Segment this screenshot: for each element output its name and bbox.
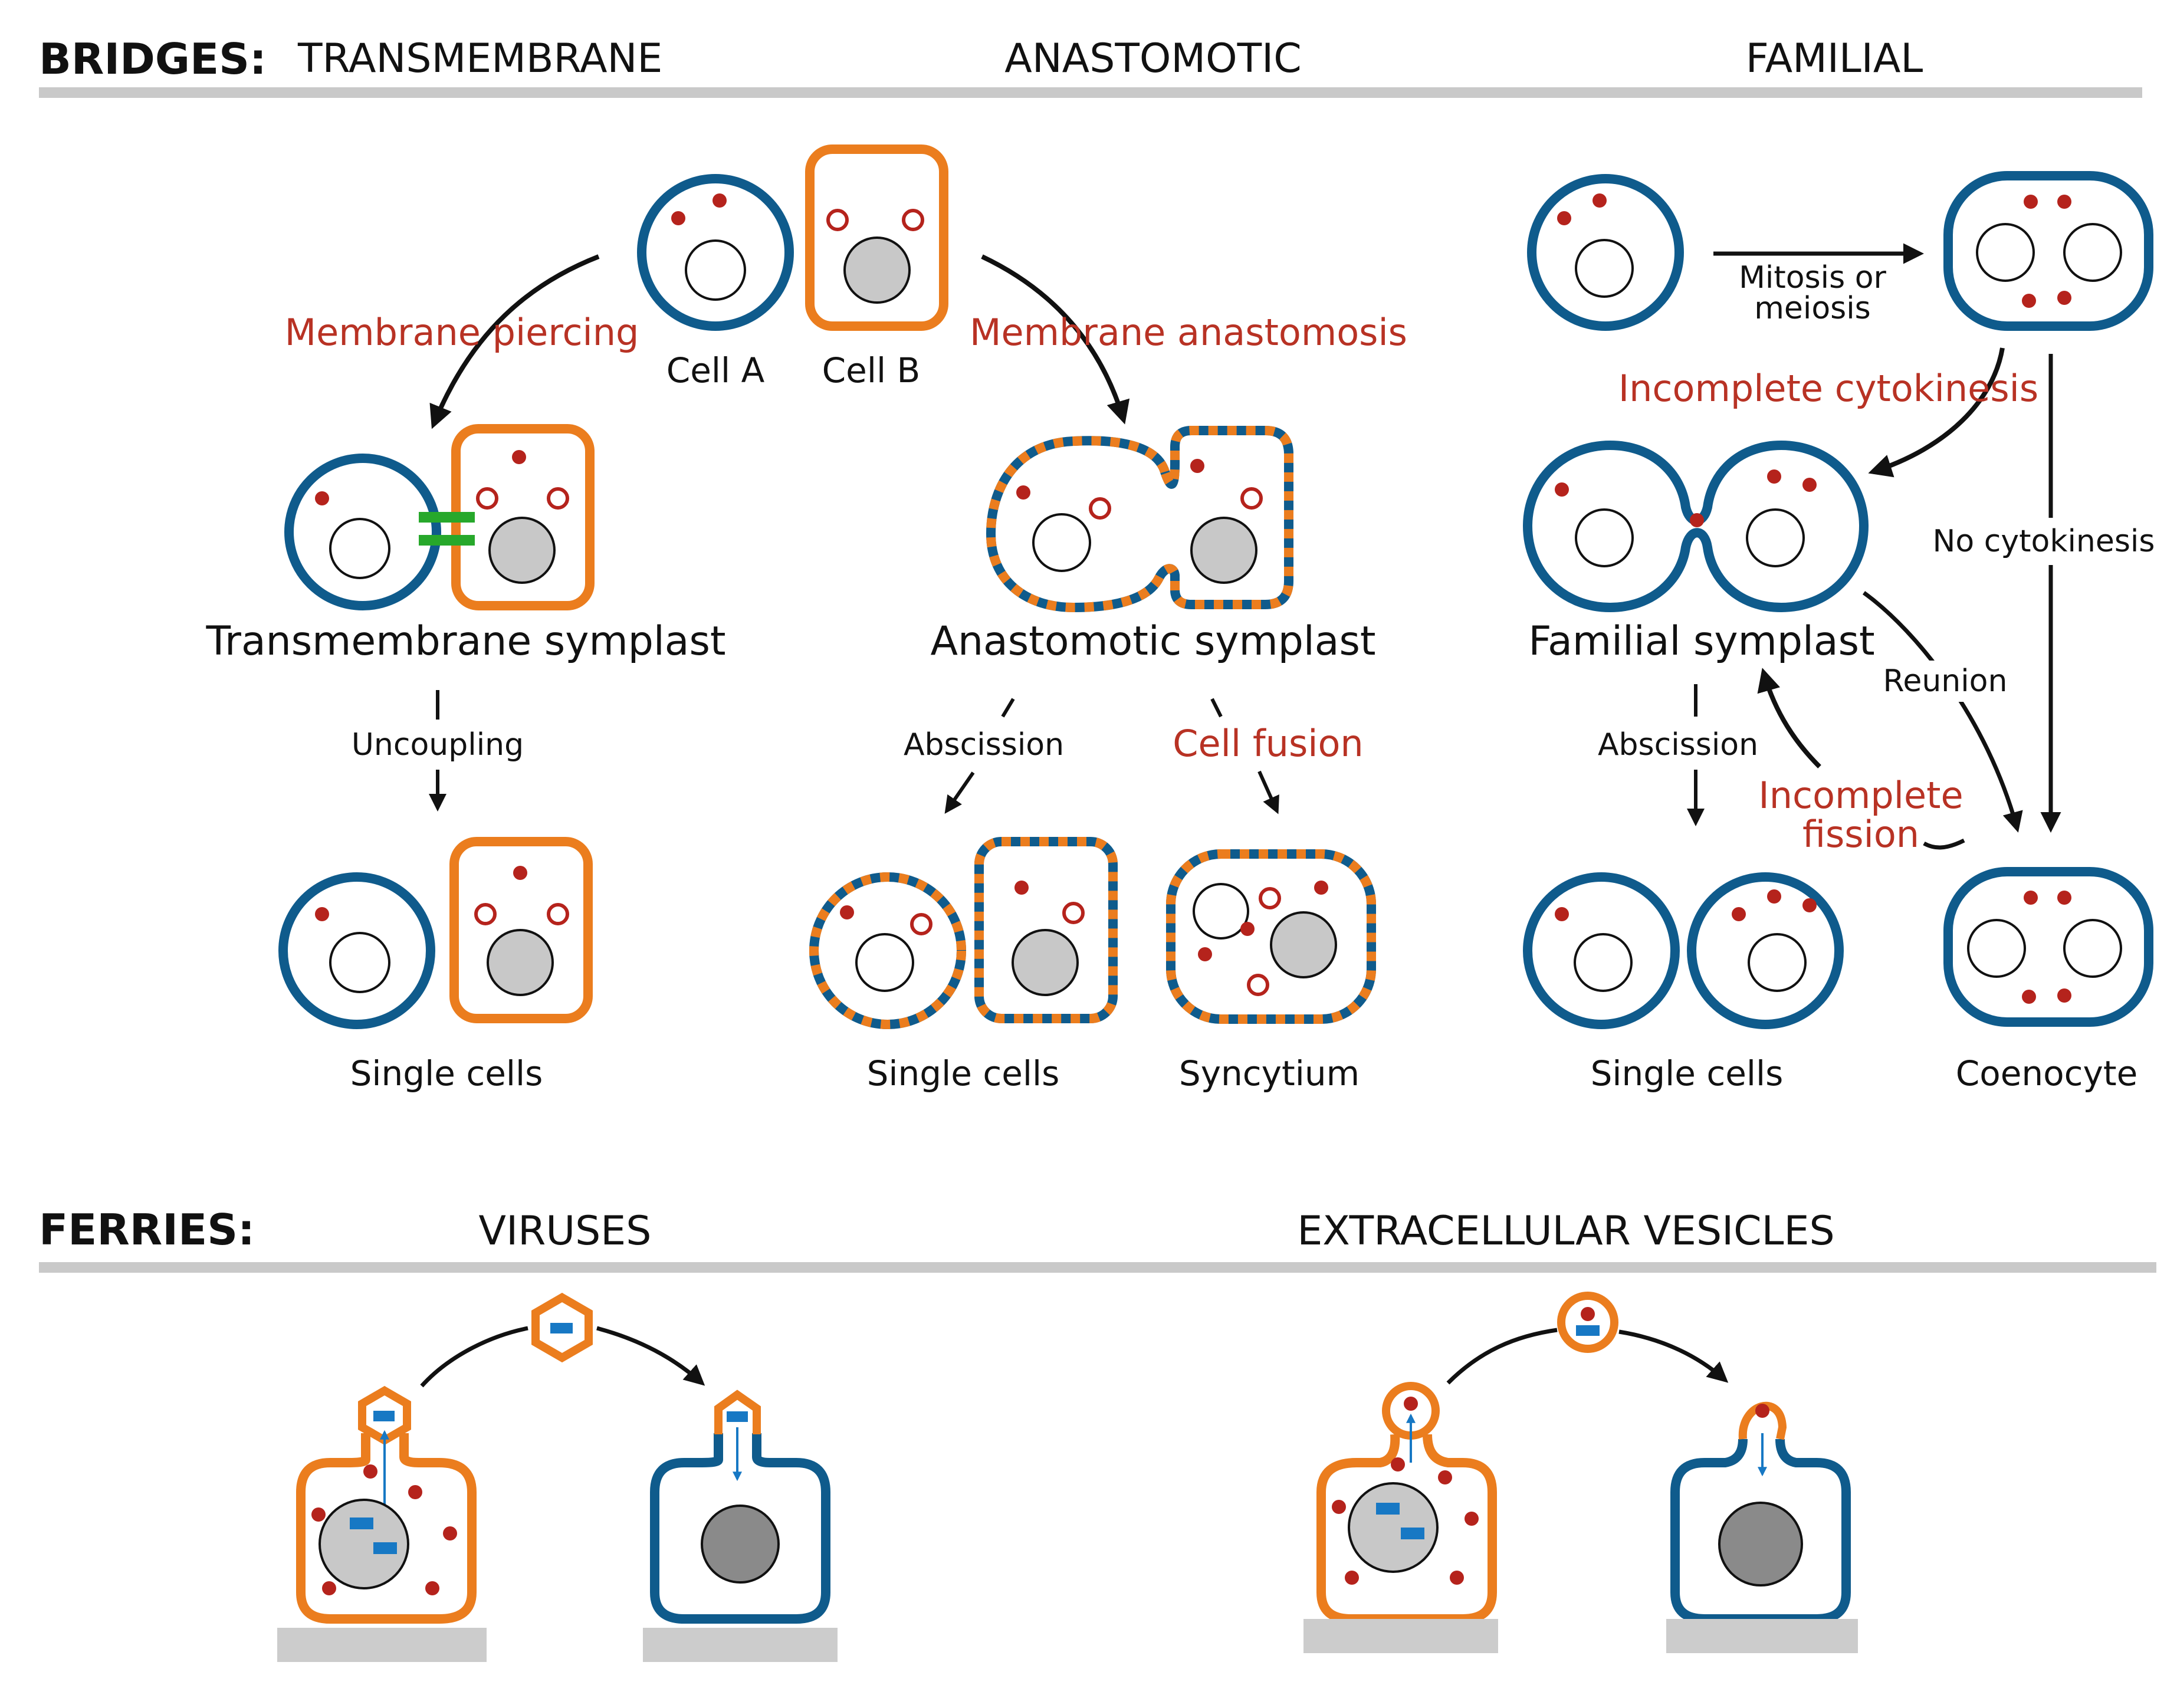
familial-binucleate-cell: [1943, 171, 2153, 331]
junction-bar-top: [419, 512, 475, 523]
arrow-membrane-anastomosis: [981, 254, 1130, 425]
incomplete-fission-label-line1: Incomplete: [1758, 774, 1963, 817]
arrow-incomplete-fission: [1757, 668, 1821, 768]
mitosis-label-line2: meiosis: [1754, 291, 1871, 326]
extracellular-vesicles-header: EXTRACELLULAR VESICLES: [1297, 1208, 1834, 1254]
ev-recipient-cell: [1666, 1401, 1858, 1653]
vesicle-cargo-bar: [1576, 1325, 1600, 1336]
ev-arrow-out: [1446, 1328, 1558, 1385]
transmembrane-symplast-cells: [284, 424, 595, 610]
single-cells-familial-label: Single cells: [1591, 1053, 1784, 1093]
familial-header: FAMILIAL: [1746, 35, 1923, 82]
familial-symplast-label: Familial symplast: [1528, 618, 1874, 665]
anastomotic-symplast-label: Anastomotic symplast: [930, 618, 1375, 665]
reunion-label-bg: [1876, 661, 2011, 702]
virus-donor-cell: [277, 1385, 487, 1662]
bridges-header: BRIDGES:: [39, 34, 267, 84]
transmembrane-header: TRANSMEMBRANE: [297, 35, 662, 82]
bridges-divider: [39, 87, 2142, 98]
extracellular-vesicle: [1557, 1292, 1618, 1353]
virus-arrow-out: [420, 1326, 528, 1388]
virus-recipient-cell: [643, 1390, 838, 1662]
arrow-incomplete-cytokinesis: [1868, 347, 2005, 478]
familial-parent-cell: [1527, 174, 1684, 331]
single-cells-anastomotic-label: Single cells: [867, 1053, 1060, 1093]
cell-fusion-arrow-head: [1257, 770, 1279, 814]
no-cytokinesis-label-bg: [1929, 518, 2159, 565]
ferries-header: FERRIES:: [39, 1205, 255, 1254]
ev-donor-cell: [1303, 1382, 1498, 1653]
arrow-membrane-piercing: [429, 254, 600, 429]
coenocyte-label: Coenocyte: [1956, 1053, 2138, 1093]
syncytium-label: Syncytium: [1179, 1053, 1360, 1093]
abscission-anastomotic-label: Abscission: [904, 727, 1064, 763]
anastomotic-single-cells: [809, 837, 1118, 1029]
incomplete-fission-label-line2: fission: [1802, 813, 1919, 856]
anastomotic-header: ANASTOMOTIC: [1004, 35, 1301, 82]
virus-arrow-in: [596, 1326, 705, 1386]
no-cytokinesis-label: No cytokinesis: [1933, 524, 2155, 559]
reunion-label: Reunion: [1883, 664, 2008, 699]
membrane-anastomosis-label: Membrane anastomosis: [970, 311, 1407, 354]
incomplete-fission-arrow-tail: [1923, 838, 1965, 850]
vesicle-cargo-dot: [1581, 1307, 1595, 1321]
abscission-a-arrow-head: [944, 771, 975, 814]
junction-bar-bottom: [419, 535, 475, 546]
coenocyte-cell: [1943, 867, 2153, 1027]
familial-symplast-cell: [1522, 440, 1869, 613]
incomplete-cytokinesis-label: Incomplete cytokinesis: [1618, 367, 2038, 410]
ev-arrow-in: [1618, 1329, 1729, 1383]
familial-single-cells: [1523, 872, 1844, 1029]
uncoupling-label: Uncoupling: [352, 727, 524, 763]
membrane-piercing-label: Membrane piercing: [285, 311, 639, 354]
cell-b-label: Cell B: [822, 350, 921, 390]
transmembrane-single-cells: [278, 837, 593, 1029]
cell-a-label: Cell A: [666, 350, 765, 390]
anastomotic-symplast-cells: [986, 426, 1293, 613]
viruses-header: VIRUSES: [479, 1208, 652, 1254]
cell-a: [637, 174, 794, 331]
ferries-divider: [39, 1262, 2156, 1273]
abscission-a-arrow-stem: [1001, 698, 1015, 718]
abscission-familial-label: Abscission: [1598, 727, 1758, 763]
syncytium-cell: [1166, 849, 1376, 1024]
virus-recipient-substrate: [643, 1628, 838, 1662]
ev-donor-substrate: [1303, 1619, 1498, 1653]
virus-donor-substrate: [277, 1628, 487, 1662]
ev-recipient-substrate: [1666, 1619, 1858, 1653]
cell-fusion-label: Cell fusion: [1173, 722, 1363, 765]
transmembrane-symplast-label: Transmembrane symplast: [205, 618, 725, 665]
cell-b: [805, 144, 948, 331]
mitosis-label-line1: Mitosis or: [1739, 260, 1886, 295]
cell-fusion-arrow-stem: [1210, 698, 1223, 718]
single-cells-transmembrane-label: Single cells: [350, 1053, 543, 1093]
virus-cargo: [550, 1323, 573, 1333]
